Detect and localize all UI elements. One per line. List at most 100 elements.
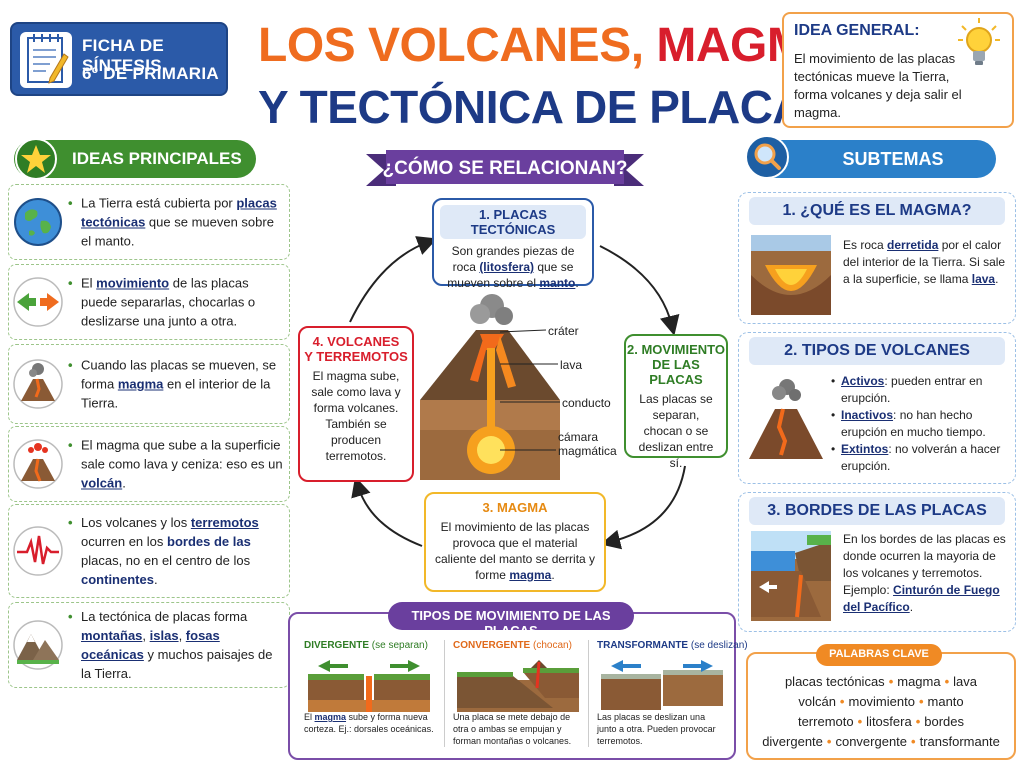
smoking-volcano-icon: [11, 357, 65, 411]
keywords-line-3: terremoto•litosfera•bordes: [797, 714, 965, 729]
volcano-type-3: Extintos: no volverán a hacer erupción.: [831, 441, 1009, 475]
subtema-1-text: Es roca: [843, 238, 888, 252]
badge-line-2: 6º DE PRIMARIA: [82, 64, 219, 83]
earth-icon: [11, 195, 65, 249]
box-4-heading-1: 4. VOLCANES: [312, 334, 400, 349]
tipo-3-name: TRANSFORMANTE: [597, 640, 689, 651]
volcano-icon: [749, 379, 823, 459]
idea-item-3: Cuando las placas se mueven, se forma ma…: [8, 344, 290, 424]
subtema-1-text-end: .: [995, 272, 999, 286]
tipo-transformante: TRANSFORMANTE (se deslizan) Las placas s…: [588, 640, 748, 747]
keyword: terremoto: [797, 714, 854, 729]
idea-6-text: La tectónica de placas forma: [81, 609, 248, 624]
volcano-label-lines: [500, 329, 560, 451]
subtema-3-text: En los bordes de las placas es donde ocu…: [843, 532, 1006, 597]
subtema-1-keyword-2: lava: [971, 272, 996, 286]
volcano-type-1-text: : pueden entrar en erupción.: [841, 374, 983, 405]
box-1-heading: 1. PLACAS TECTÓNICAS: [440, 205, 586, 239]
idea-5-text-mid: ocurren en los: [81, 534, 167, 549]
ideas-principales-heading: IDEAS PRINCIPALES: [72, 149, 242, 168]
erupting-volcano-icon: [11, 437, 65, 491]
keywords-line-2: volcán•movimiento•manto: [798, 694, 964, 709]
box-2-body: Las placas se separan, chocan o se desli…: [638, 392, 714, 470]
label-lava: lava: [560, 358, 583, 372]
idea-general-body: El movimiento de las placas tectónicas m…: [794, 51, 962, 120]
page-title-line-2: Y TECTÓNICA DE PLACAS: [258, 81, 836, 133]
idea-6-keyword-2: islas: [149, 628, 179, 643]
tipo-1-text-end: sube y forma nueva corteza. Ej.: dorsale…: [304, 712, 434, 734]
tipo-2-text: Una placa se mete debajo de otra o ambas…: [453, 712, 572, 746]
idea-2-keyword: movimiento: [96, 275, 170, 291]
tipo-2-note: (chocan): [533, 640, 572, 651]
volcano-type-1-keyword: Activos: [841, 374, 885, 388]
subtema-bordes-card: 3. BORDES DE LAS PLACAS En los bordes de…: [738, 492, 1016, 632]
box-3-text-end: .: [551, 568, 555, 582]
keyword: transformante: [919, 734, 1000, 749]
idea-2-text-end: de las placas puede separarlas, chocarla…: [81, 275, 256, 329]
box-4-heading-2: Y TERREMOTOS: [304, 349, 408, 364]
idea-3-keyword: magma: [117, 376, 164, 392]
transform-diagram: [601, 660, 723, 710]
page-title-line-1: LOS VOLCANES, MAGMA: [258, 18, 841, 73]
volcano-type-2: Inactivos: no han hecho erupción en much…: [831, 407, 1009, 441]
tipo-1-text: El: [304, 712, 315, 722]
subtema-2-heading: 2. TIPOS DE VOLCANES: [749, 337, 1005, 365]
label-crater: cráter: [548, 324, 579, 338]
subtema-3-keyword: Cinturón de Fuego del Pacífico: [843, 583, 1000, 614]
relation-ribbon-label: ¿CÓMO SE RELACIONAN?: [382, 158, 628, 179]
subtema-tipos-volcanes-card: 2. TIPOS DE VOLCANES Activos: pueden ent…: [738, 332, 1016, 484]
idea-5-text-final: .: [153, 572, 158, 587]
lightbulb-icon: [958, 18, 1000, 75]
tipo-divergente: DIVERGENTE (se separan) El magma sube y …: [304, 640, 442, 735]
tipos-movimiento-header: TIPOS DE MOVIMIENTO DE LAS PLACAS: [388, 602, 634, 638]
keyword: movimiento: [848, 694, 915, 709]
label-camara-2: magmática: [558, 444, 617, 458]
idea-1-keyword: placas tectónicas: [81, 195, 277, 230]
idea-item-6: La tectónica de placas forma montañas, i…: [8, 602, 290, 688]
tipos-movimiento-heading: TIPOS DE MOVIMIENTO DE LAS PLACAS: [411, 608, 611, 638]
idea-3-text: Cuando las placas se mueven, se forma: [81, 357, 277, 392]
keyword: litosfera: [866, 714, 912, 729]
title-part-1: LOS VOLCANES,: [258, 19, 644, 72]
relation-ribbon: ¿CÓMO SE RELACIONAN?: [366, 150, 644, 190]
label-camara-1: cámara: [558, 430, 599, 444]
box-4-body: El magma sube, sale como lava y forma vo…: [311, 369, 401, 463]
tipo-3-text: Las placas se deslizan una junto a otra.…: [597, 712, 716, 746]
idea-4-text-end: .: [122, 475, 126, 491]
box-2-heading-2: DE LAS PLACAS: [649, 357, 703, 387]
box-3-text: El movimiento de las placas provoca que …: [434, 520, 596, 582]
keyword: manto: [927, 694, 964, 709]
tipos-movimiento-box: DIVERGENTE (se separan) El magma sube y …: [288, 612, 748, 760]
keywords-line-4: divergente•convergente•transformante: [762, 734, 1000, 749]
idea-6-sep-1: ,: [142, 628, 150, 643]
subtema-magma-card: 1. ¿QUÉ ES EL MAGMA? Es roca derretida p…: [738, 192, 1016, 324]
subtema-1-text-mid: por el calor del interior de la Tierra. …: [843, 238, 1006, 286]
tipo-convergente: CONVERGENTE (chocan) Una placa se mete d…: [444, 640, 582, 747]
keyword: placas tectónicas: [784, 674, 885, 689]
idea-item-1: La Tierra está cubierta por placas tectó…: [8, 184, 290, 260]
idea-general-box: IDEA GENERAL: El movimiento de las placa…: [782, 12, 1014, 128]
label-conducto: conducto: [562, 396, 611, 410]
box-1-keyword: (litosfera): [479, 260, 534, 274]
volcano-type-3-text: : no volverán a hacer erupción.: [841, 442, 1001, 473]
tipo-1-keyword: magma: [314, 712, 347, 722]
tipo-1-note: (se separan): [371, 640, 428, 651]
subtemas-heading: SUBTEMAS: [842, 149, 944, 169]
idea-general-heading: IDEA GENERAL:: [794, 22, 920, 39]
convergent-diagram: [457, 660, 579, 712]
magma-layer-icon: [751, 235, 831, 315]
ideas-principales-header: IDEAS PRINCIPALES: [14, 138, 256, 180]
keyword: magma: [897, 674, 941, 689]
keyword: divergente: [762, 734, 823, 749]
idea-5-keyword: terremotos: [190, 515, 259, 530]
idea-4-text: El magma que sube a la superficie sale c…: [81, 437, 283, 472]
idea-5-text: Los volcanes y los: [81, 515, 191, 530]
volcano-type-1: Activos: pueden entrar en erupción.: [831, 373, 1009, 407]
box-1-text: Son grandes piezas de roca: [451, 244, 575, 274]
volcano-cross-section: [420, 294, 560, 480]
volcano-type-2-keyword: Inactivos: [841, 408, 894, 422]
idea-item-5: Los volcanes y los terremotos ocurren en…: [8, 504, 290, 598]
divergent-diagram: [308, 660, 430, 712]
